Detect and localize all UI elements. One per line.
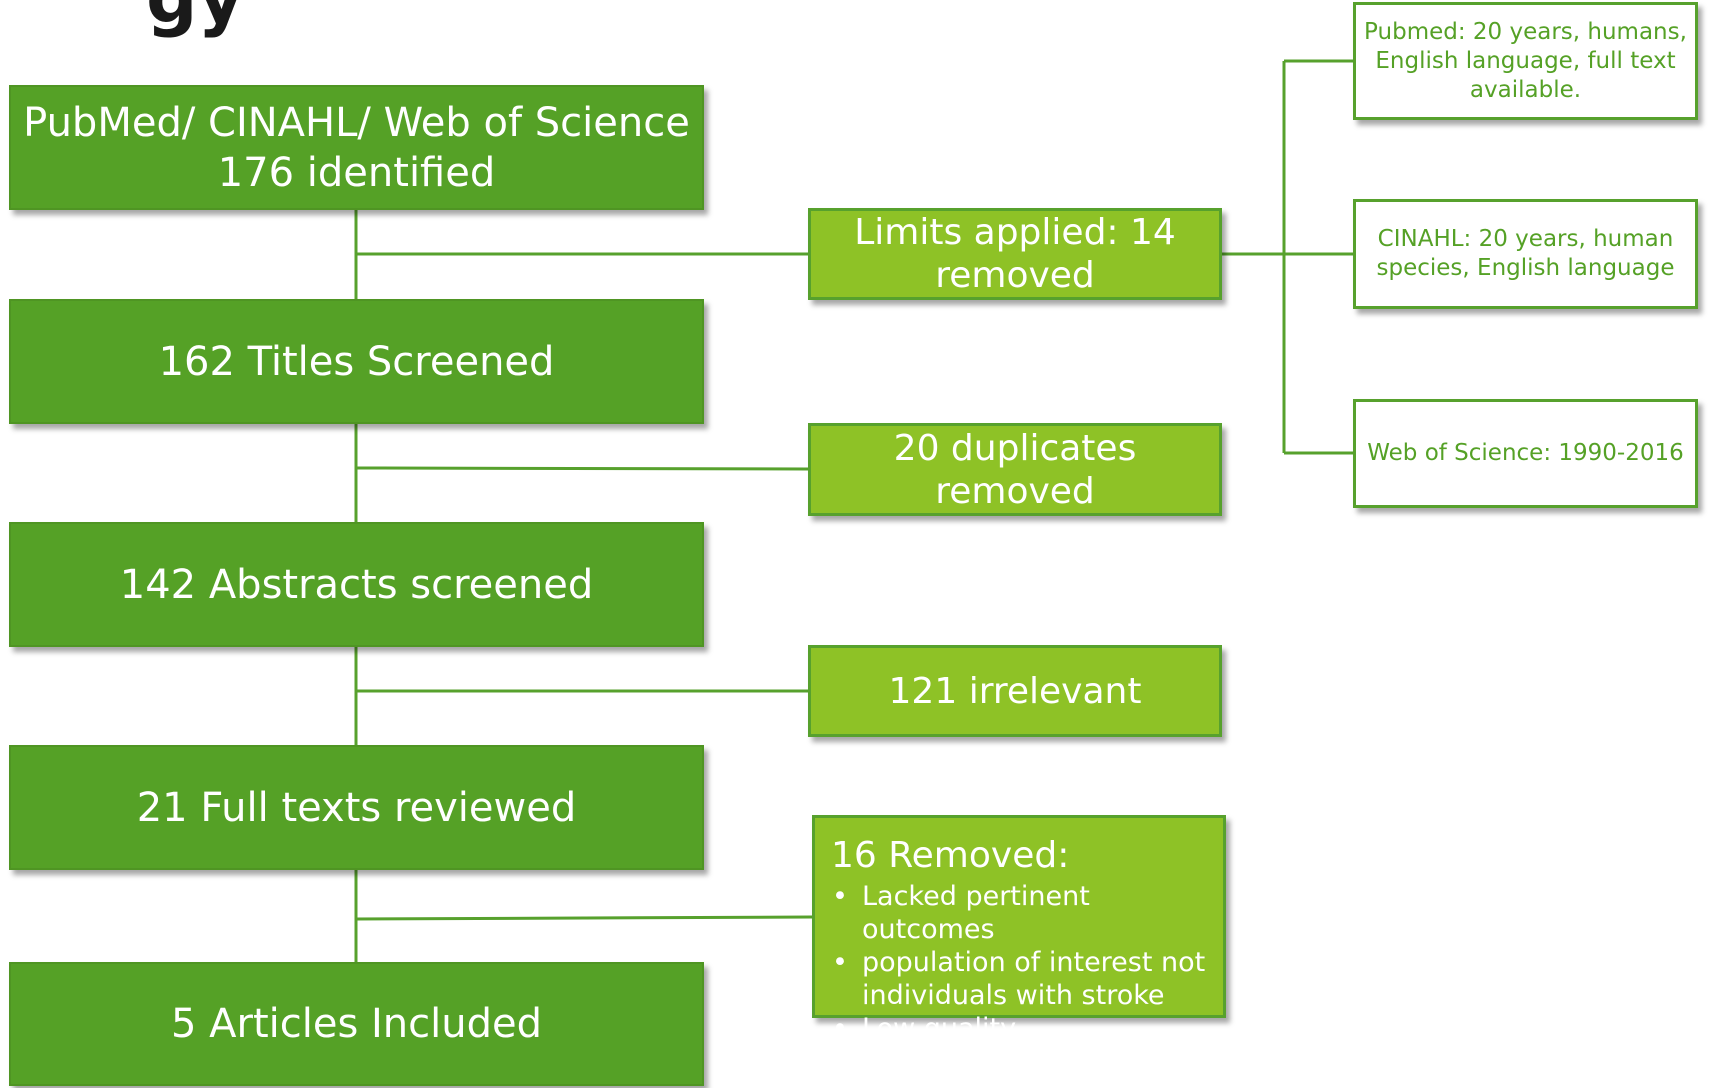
limit-web-of-science-label: Web of Science: 1990-2016 (1367, 440, 1684, 466)
limit-cinahl: CINAHL: 20 years, human species, English… (1353, 199, 1698, 309)
branch-connector-fulltext (355, 915, 813, 921)
step-full-texts-reviewed: 21 Full texts reviewed (9, 745, 704, 870)
removal-reason-text: Low quality (862, 1013, 1017, 1044)
exclusion-full-text-removed: 16 Removed: Lacked pertinent outcomes po… (812, 815, 1226, 1045)
limit-web-of-science: Web of Science: 1990-2016 (1353, 399, 1698, 508)
step-identified: PubMed/ CINAHL/ Web of Science 176 ident… (9, 85, 704, 210)
step-identified-line-2: 176 identified (217, 149, 496, 196)
step-abstracts-screened-label: 142 Abstracts screened (119, 561, 594, 608)
exclusion-irrelevant: 121 irrelevant (808, 645, 1222, 737)
partial-heading: gy (146, 0, 244, 33)
step-articles-included: 5 Articles Included (9, 962, 704, 1086)
exclusion-limits-line-2: removed (935, 255, 1095, 296)
removal-reason-text: individuals with stroke (862, 980, 1165, 1011)
removal-reason-item: Low quality (831, 1012, 1207, 1045)
step-full-texts-reviewed-label: 21 Full texts reviewed (136, 784, 577, 831)
limit-pubmed-line-3: available. (1469, 76, 1582, 103)
exclusion-limits-applied: Limits applied: 14 removed (808, 208, 1222, 300)
limit-pubmed-line-2: English language, full text (1375, 47, 1676, 74)
removal-reason-item: Lacked pertinent outcomes (831, 880, 1207, 946)
exclusion-removed-title: 16 Removed: (831, 835, 1070, 876)
removal-reasons-list: Lacked pertinent outcomes population of … (831, 880, 1207, 1045)
exclusion-duplicates-label: 20 duplicates removed (893, 427, 1137, 512)
removal-reason-item: population of interest not individuals w… (831, 946, 1207, 1012)
step-titles-screened: 162 Titles Screened (9, 299, 704, 424)
step-articles-included-label: 5 Articles Included (170, 1001, 543, 1047)
step-titles-screened-label: 162 Titles Screened (158, 338, 555, 385)
exclusion-duplicates: 20 duplicates removed (808, 423, 1222, 516)
removal-reason-text: Lacked pertinent outcomes (862, 881, 1090, 945)
step-identified-line-1: PubMed/ CINAHL/ Web of Science (23, 99, 690, 146)
step-abstracts-screened: 142 Abstracts screened (9, 522, 704, 647)
branch-connector-duplicates (355, 466, 809, 471)
exclusion-irrelevant-label: 121 irrelevant (888, 670, 1142, 712)
limit-cinahl-line-2: species, English language (1376, 255, 1675, 281)
limit-cinahl-line-1: CINAHL: 20 years, human (1377, 226, 1674, 252)
limit-pubmed: Pubmed: 20 years, humans, English langua… (1353, 2, 1698, 120)
exclusion-limits-line-1: Limits applied: 14 (854, 212, 1176, 253)
limit-pubmed-line-1: Pubmed: 20 years, humans, (1364, 18, 1687, 45)
removal-reason-text: population of interest not (862, 947, 1206, 978)
